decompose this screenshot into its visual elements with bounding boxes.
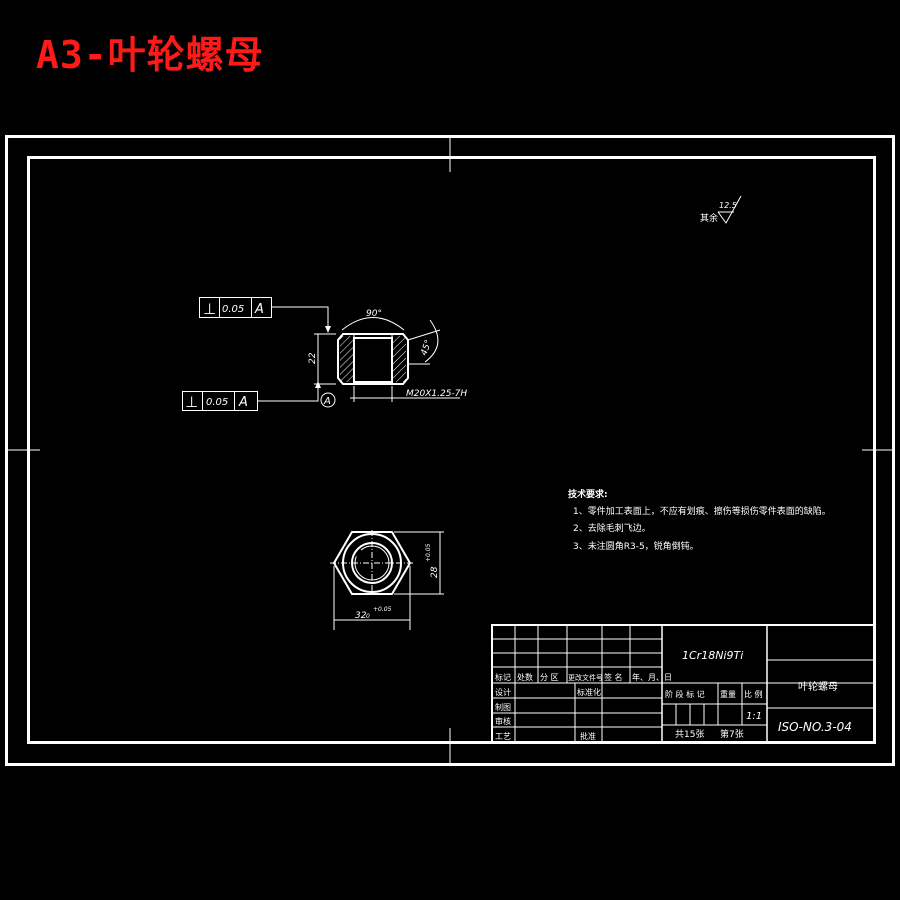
surface-finish-label: 其余 [700,212,718,224]
datum-a-marker: A [323,396,331,407]
rev-header-doc: 更改文件号 [568,673,603,682]
row-drafting: 制图 [495,702,511,712]
inner-border [27,156,876,744]
rev-header-date: 年、月、日 [632,672,672,682]
row-design: 设计 [495,687,511,697]
chamfer-angle: 90° [366,309,382,319]
tolerance-frame-1: ⊥ 0.05 A [199,297,331,333]
perpendicularity-symbol: ⊥ [185,393,198,411]
rev-header-sign: 签 名 [604,672,623,682]
standardization-label: 标准化 [577,687,601,697]
tolerance-value: 0.05 [206,397,228,408]
height-dimension: 22 [308,352,318,364]
tech-item-1: 1、零件加工表面上，不应有划痕、擦伤等损伤零件表面的缺陷。 [573,505,831,517]
tech-requirements: 技术要求: 1、零件加工表面上，不应有划痕、擦伤等损伤零件表面的缺陷。 2、去除… [568,488,831,552]
tech-heading: 技术要求: [568,488,608,500]
outer-border [5,135,895,766]
drawing-number: ISO-NO.3-04 [778,720,852,734]
tolerance-frame-2: ⊥ 0.05 A [182,381,321,411]
across-flats-dimension: 28 [430,566,440,578]
approve-label: 批准 [580,731,596,741]
part-name: 叶轮螺母 [798,680,838,693]
roughness-value: 12.5 [719,201,737,210]
centering-marks [6,136,894,765]
rev-header-count: 处数 [517,672,533,682]
across-flats-tolerance: +0.05 [425,543,432,562]
stage-mark-label: 阶 段 标 记 [665,689,705,699]
surface-roughness-symbol: 其余 12.5 [700,195,742,224]
rev-header-mark: 标记 [495,672,511,682]
thread-dimension: M20X1.25-7H [406,389,467,399]
scale-value: 1:1 [746,711,762,722]
weight-label: 重量 [720,689,736,699]
perpendicularity-symbol: ⊥ [203,300,216,318]
sheet-number: 第7张 [720,728,744,740]
section-view: 90° 45° 22 M20X1.25-7H A [308,309,467,408]
tolerance-datum: A [238,395,248,410]
row-review: 审核 [495,716,511,726]
tolerance-datum: A [254,302,264,317]
width-tol-upper: +0.05 [373,606,392,613]
width-dimension: 32 [355,611,367,621]
drawing-title: A3-叶轮螺母 [36,33,264,77]
scale-label: 比 例 [744,689,763,699]
material: 1Cr18Ni9Ti [682,649,743,662]
tech-item-2: 2、去除毛刺飞边。 [573,522,651,534]
title-block: 标记 处数 分 区 更改文件号 签 名 年、月、日 设计 制图 审核 工艺 标准… [491,624,875,743]
row-process: 工艺 [495,732,511,741]
tolerance-value: 0.05 [222,304,244,315]
top-view: 28 +0.05 32 +0.05 0 [330,530,444,630]
width-tol-lower: 0 [366,613,370,620]
rev-header-zone: 分 区 [540,673,559,682]
tech-item-3: 3、未注圆角R3-5，锐角倒钝。 [573,540,699,552]
angle-45: 45° [419,339,434,357]
total-sheets: 共15张 [675,729,704,740]
